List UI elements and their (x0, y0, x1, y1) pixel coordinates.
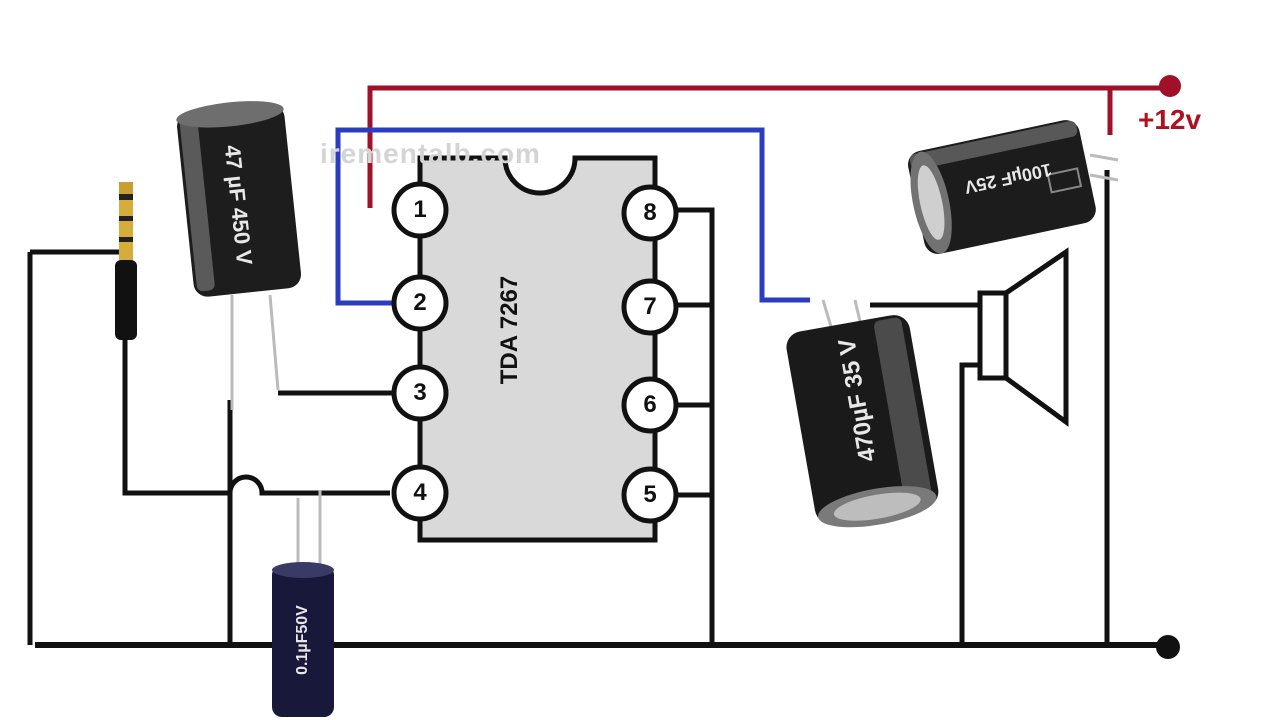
audio-jack (115, 182, 137, 340)
pin-5-label: 5 (643, 481, 657, 508)
ic-body (417, 155, 658, 543)
pin-5 (621, 466, 679, 524)
pin-2-label: 2 (413, 289, 427, 316)
ic-name: TDA 7267 (496, 275, 523, 385)
capacitor-100uf (908, 120, 1119, 254)
left-ground-wire (27, 249, 120, 645)
pin-6 (621, 376, 679, 434)
pin-4-label: 4 (413, 479, 427, 506)
capacitor-470uf (786, 299, 939, 528)
pin-7-label: 7 (643, 293, 657, 320)
pin-3-label: 3 (413, 379, 427, 406)
input-signal-wire (122, 330, 390, 496)
pin-8 (621, 184, 679, 242)
watermark-text: irementalb.com (320, 138, 541, 169)
right-pins-wire (670, 207, 715, 645)
capacitor-0.1uf-label: 0.1µF50V (294, 605, 311, 675)
speaker-wire-bottom (959, 362, 980, 645)
speaker-icon (977, 247, 1069, 427)
pin-6-label: 6 (643, 391, 657, 418)
output-signal-wire (335, 127, 810, 306)
pin-4 (391, 464, 449, 522)
pin-7 (621, 278, 679, 336)
pin-1-label: 1 (413, 196, 427, 223)
pin-3 (391, 364, 449, 422)
positive-terminal (1159, 75, 1181, 97)
pin-1 (391, 181, 449, 239)
pin-8-label: 8 (643, 199, 657, 226)
ic-pins (391, 181, 679, 524)
capacitor-0.1uf (272, 490, 334, 717)
ground-terminal (1156, 635, 1180, 659)
supply-voltage-label: +12v (1138, 104, 1202, 135)
positive-wire (367, 85, 1170, 208)
capacitor-47uf (176, 101, 302, 410)
pin-2 (391, 274, 449, 332)
